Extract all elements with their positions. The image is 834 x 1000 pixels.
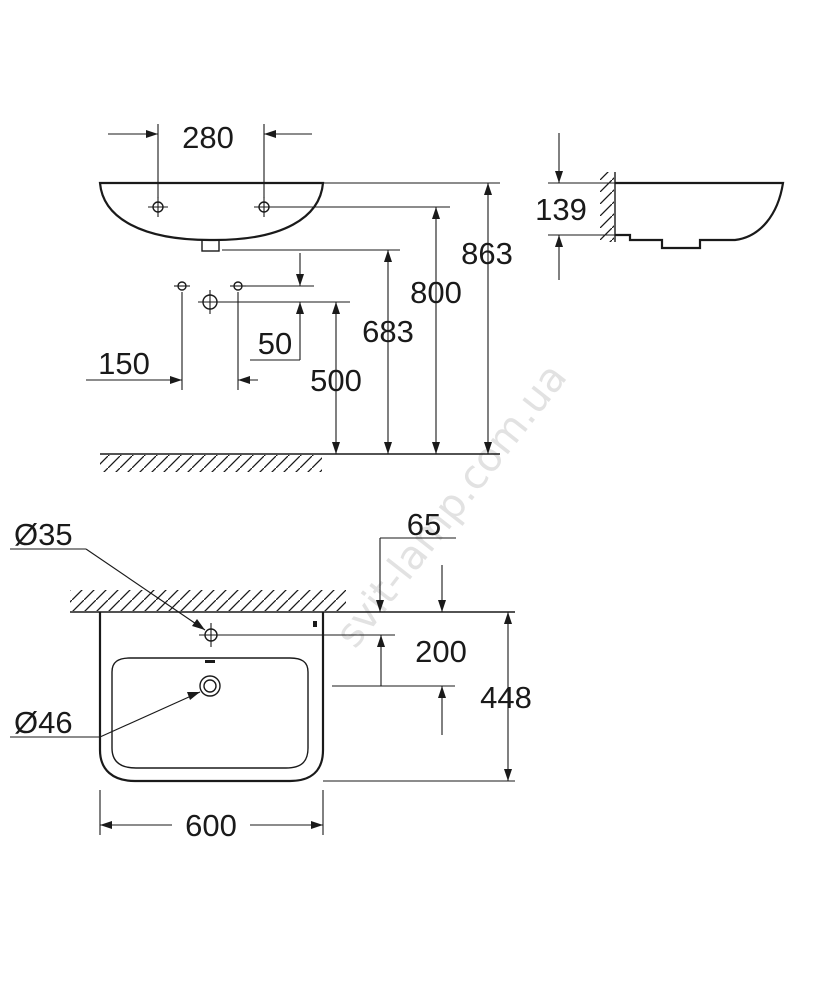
supply-point-right <box>230 281 246 291</box>
dim-height-waste: 683 <box>362 314 414 349</box>
dim-tap-hole-depth: 200 <box>415 634 467 669</box>
side-wall-hatch <box>600 172 614 242</box>
dim-height-fixing: 800 <box>410 275 462 310</box>
side-view: 139 <box>535 133 785 280</box>
floor-hatch <box>100 455 322 472</box>
dim-overflow-diameter: Ø46 <box>14 705 73 740</box>
dim-basin-width: 600 <box>185 808 237 843</box>
dim-wall-gap: 65 <box>407 507 441 542</box>
drain-hole <box>199 675 221 697</box>
dim-basin-depth: 448 <box>480 680 532 715</box>
supply-point-left <box>174 281 190 291</box>
dim-height-top: 863 <box>461 236 513 271</box>
basin-plan-outline <box>98 612 325 783</box>
fixing-notch <box>313 621 317 627</box>
plan-view: Ø35 65 200 448 Ø46 600 <box>10 507 532 843</box>
basin-side-outline <box>615 181 785 250</box>
waste-connection <box>198 290 222 314</box>
tap-hole <box>199 623 223 647</box>
dim-height-supply: 500 <box>310 363 362 398</box>
dim-supply-offset: 50 <box>258 326 292 361</box>
basin-bowl <box>111 657 309 769</box>
waste-outlet <box>201 239 220 252</box>
fixing-hole-left <box>148 197 168 217</box>
dim-hole-spacing: 280 <box>182 120 234 155</box>
dim-tap-hole-diameter: Ø35 <box>14 517 73 552</box>
overflow-slot <box>205 660 215 663</box>
dim-supply-left: 150 <box>98 346 150 381</box>
dim-wall-projection: 139 <box>535 192 587 227</box>
front-elevation: 280 150 50 500 683 800 863 <box>86 120 513 472</box>
plan-wall-hatch <box>70 590 346 611</box>
watermark: svit-lamp.com.ua <box>327 355 577 656</box>
basin-front-outline <box>98 181 325 242</box>
